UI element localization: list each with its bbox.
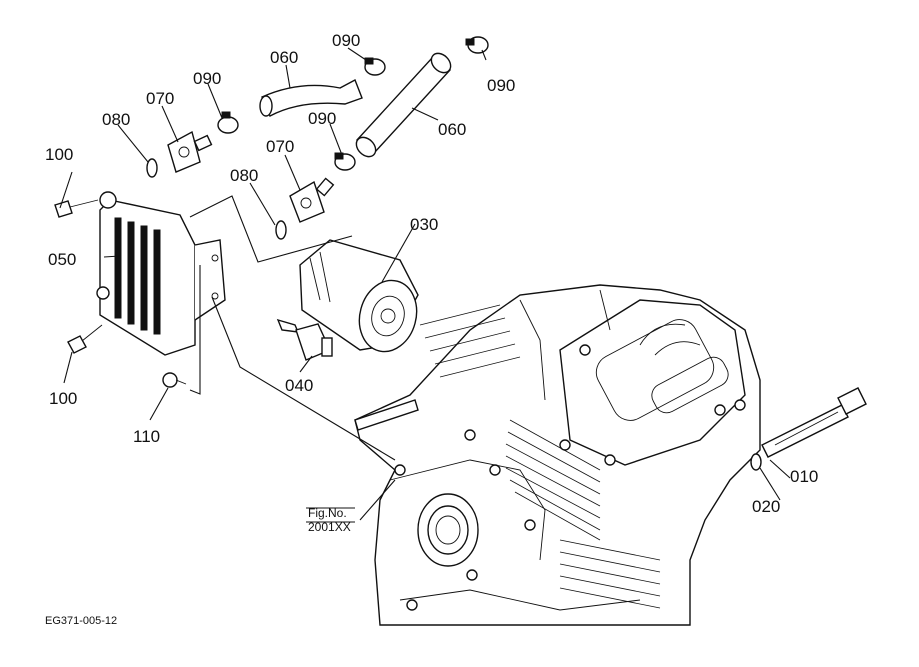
callout-010: 010: [790, 467, 818, 486]
hose-clamp-090-c: [334, 152, 356, 171]
hose-clamp-090-a: [217, 111, 239, 134]
hose-clamp-090-b: [364, 57, 386, 76]
callout-040: 040: [285, 376, 313, 395]
callout-090-b: 090: [332, 31, 360, 50]
drawing-code: EG371-005-12: [45, 615, 117, 627]
fig-ref-line1: Fig.No.: [308, 506, 347, 520]
callout-070-lower: 070: [266, 137, 294, 156]
o-ring-080-lower: [275, 220, 287, 240]
bolt-100-upper: [54, 199, 99, 218]
oil-cooler: [96, 191, 226, 356]
hose-060-lower: [355, 52, 452, 158]
callout-100-upper: 100: [45, 145, 73, 164]
callout-020: 020: [752, 497, 780, 516]
fig-ref-line2: 2001XX: [308, 520, 351, 534]
oil-filter: [299, 239, 419, 353]
bolt-100-lower: [67, 324, 103, 354]
callout-110: 110: [133, 427, 160, 446]
leader-lines: [59, 47, 791, 523]
callout-030: 030: [410, 215, 438, 234]
callout-090-c: 090: [308, 109, 336, 128]
callout-060-upper: 060: [270, 48, 298, 67]
o-ring-080-upper: [146, 158, 158, 178]
callout-090-d: 090: [487, 76, 515, 95]
hose-clamp-090-d: [465, 36, 489, 54]
callout-090-a: 090: [193, 69, 221, 88]
callout-labels: 010 020 030 040 050 060 060 070 070 080 …: [45, 31, 818, 516]
engine-block: [354, 284, 761, 626]
callout-100-lower: 100: [49, 389, 77, 408]
callout-070-upper: 070: [146, 89, 174, 108]
o-ring-020: [750, 453, 762, 471]
dipstick: [761, 387, 867, 458]
oil-pressure-switch: [276, 318, 333, 361]
callout-080-upper: 080: [102, 110, 130, 129]
hose-060-upper: [259, 79, 363, 117]
callout-050: 050: [48, 250, 76, 269]
bolt-110: [162, 372, 187, 388]
flange-070-lower: [289, 177, 335, 223]
flange-070-upper: [167, 130, 213, 173]
callout-060-lower: 060: [438, 120, 466, 139]
figure-reference: Fig.No. 2001XX: [308, 506, 351, 534]
callout-080-lower: 080: [230, 166, 258, 185]
